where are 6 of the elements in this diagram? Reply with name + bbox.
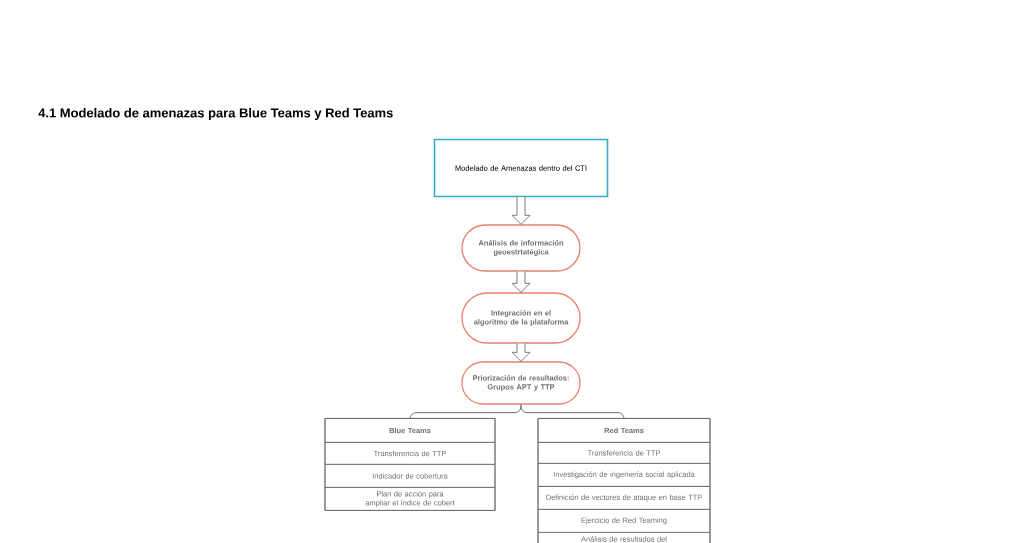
bracket-connector: [409, 404, 522, 420]
heading: 4.1 Modelado de amenazas para Blue Teams y Red Teams: [38, 107, 393, 121]
hollow-arrow: [511, 343, 531, 362]
hollow-arrow: [511, 271, 531, 293]
bracket-connector: [520, 404, 625, 420]
hollow-arrow: [511, 196, 531, 225]
